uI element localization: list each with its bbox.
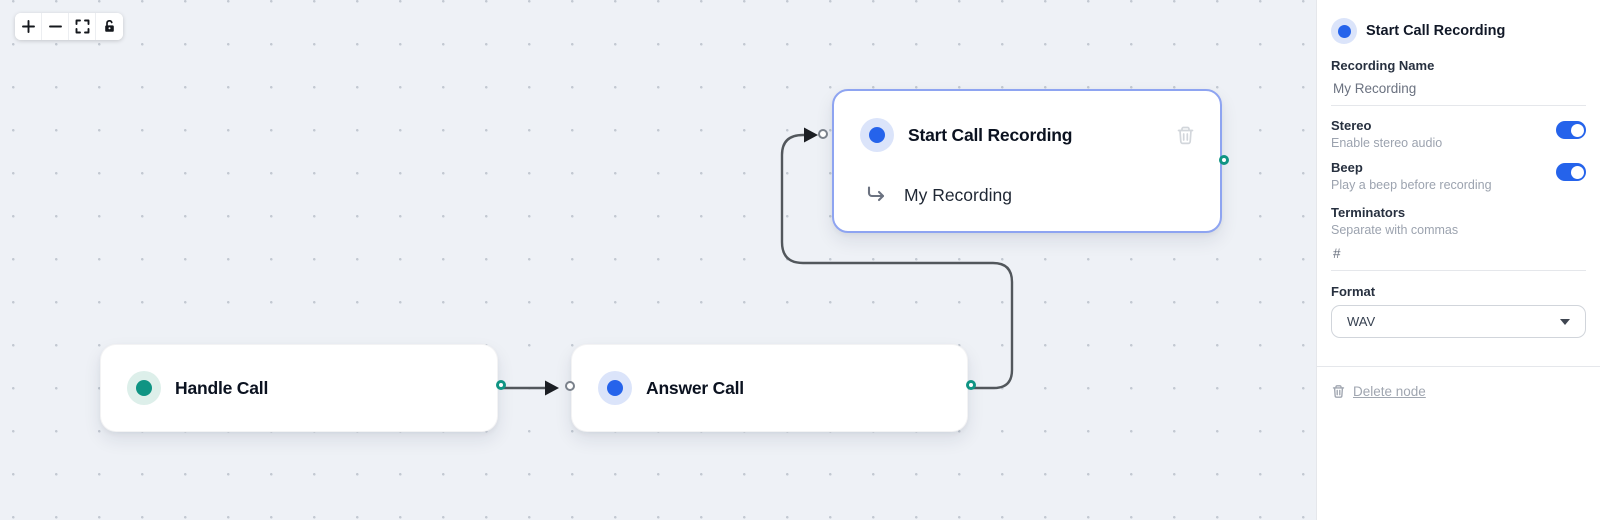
properties-panel: Start Call Recording Recording Name Ster… (1316, 0, 1600, 520)
beep-label: Beep (1331, 160, 1363, 175)
input-handle[interactable] (818, 129, 828, 139)
panel-title: Start Call Recording (1366, 23, 1506, 39)
panel-header: Start Call Recording (1331, 18, 1586, 44)
trash-icon (1177, 126, 1194, 144)
plus-icon (21, 20, 35, 33)
node-start-call-recording[interactable]: Start Call Recording My Recording (818, 89, 1229, 233)
node-answer-call[interactable]: Answer Call (564, 344, 976, 432)
delete-node-button[interactable]: Delete node (1331, 384, 1586, 399)
chevron-down-icon (1560, 318, 1570, 325)
fit-view-icon (75, 19, 89, 34)
zoom-out-button[interactable] (42, 13, 69, 40)
format-select[interactable]: WAV (1331, 305, 1586, 338)
beep-toggle[interactable] (1556, 163, 1586, 181)
output-handle[interactable] (965, 379, 976, 390)
fit-view-button[interactable] (69, 13, 96, 40)
lock-button[interactable] (96, 13, 123, 40)
stereo-label: Stereo (1331, 118, 1372, 133)
terminators-input[interactable] (1331, 237, 1586, 271)
panel-footer: Delete node (1317, 366, 1600, 416)
node-handle-call[interactable]: Handle Call (100, 344, 506, 432)
beep-hint: Play a beep before recording (1331, 178, 1492, 192)
canvas-toolbar (15, 13, 123, 40)
recording-name-label: Recording Name (1331, 58, 1435, 73)
node-subtitle: My Recording (904, 184, 1012, 205)
corner-down-right-icon (867, 186, 885, 202)
terminators-label: Terminators (1331, 205, 1406, 220)
input-handle[interactable] (564, 380, 575, 391)
edges-layer (498, 127, 1014, 396)
stereo-toggle[interactable] (1556, 121, 1586, 139)
node-type-dot-teal (127, 371, 161, 405)
terminators-hint: Separate with commas (1331, 223, 1459, 237)
edge-answer-to-recording (780, 133, 1014, 390)
format-select-value: WAV (1347, 314, 1376, 329)
edge-arrowhead (804, 127, 818, 143)
output-handle[interactable] (1218, 155, 1229, 165)
flow-canvas[interactable]: Handle Call Answer Call Start Call Recor… (0, 0, 1316, 520)
stereo-row: Stereo Enable stereo audio (1331, 118, 1586, 150)
unlock-icon (105, 20, 114, 32)
stereo-hint: Enable stereo audio (1331, 136, 1443, 150)
zoom-in-button[interactable] (15, 13, 42, 40)
recording-name-input[interactable] (1331, 73, 1586, 106)
node-delete-button[interactable] (1175, 125, 1196, 146)
delete-node-label: Delete node (1353, 384, 1426, 399)
node-title: Start Call Recording (908, 124, 1073, 145)
node-title: Answer Call (646, 377, 744, 398)
format-label: Format (1331, 284, 1376, 299)
beep-row: Beep Play a beep before recording (1331, 160, 1586, 192)
node-type-dot-blue (598, 371, 632, 405)
edge-arrowhead (545, 380, 559, 396)
node-type-dot-blue (1331, 18, 1357, 44)
node-type-dot-blue (860, 118, 894, 152)
output-handle[interactable] (495, 379, 506, 390)
minus-icon (48, 25, 62, 28)
node-title: Handle Call (175, 377, 269, 398)
trash-icon (1332, 385, 1345, 398)
